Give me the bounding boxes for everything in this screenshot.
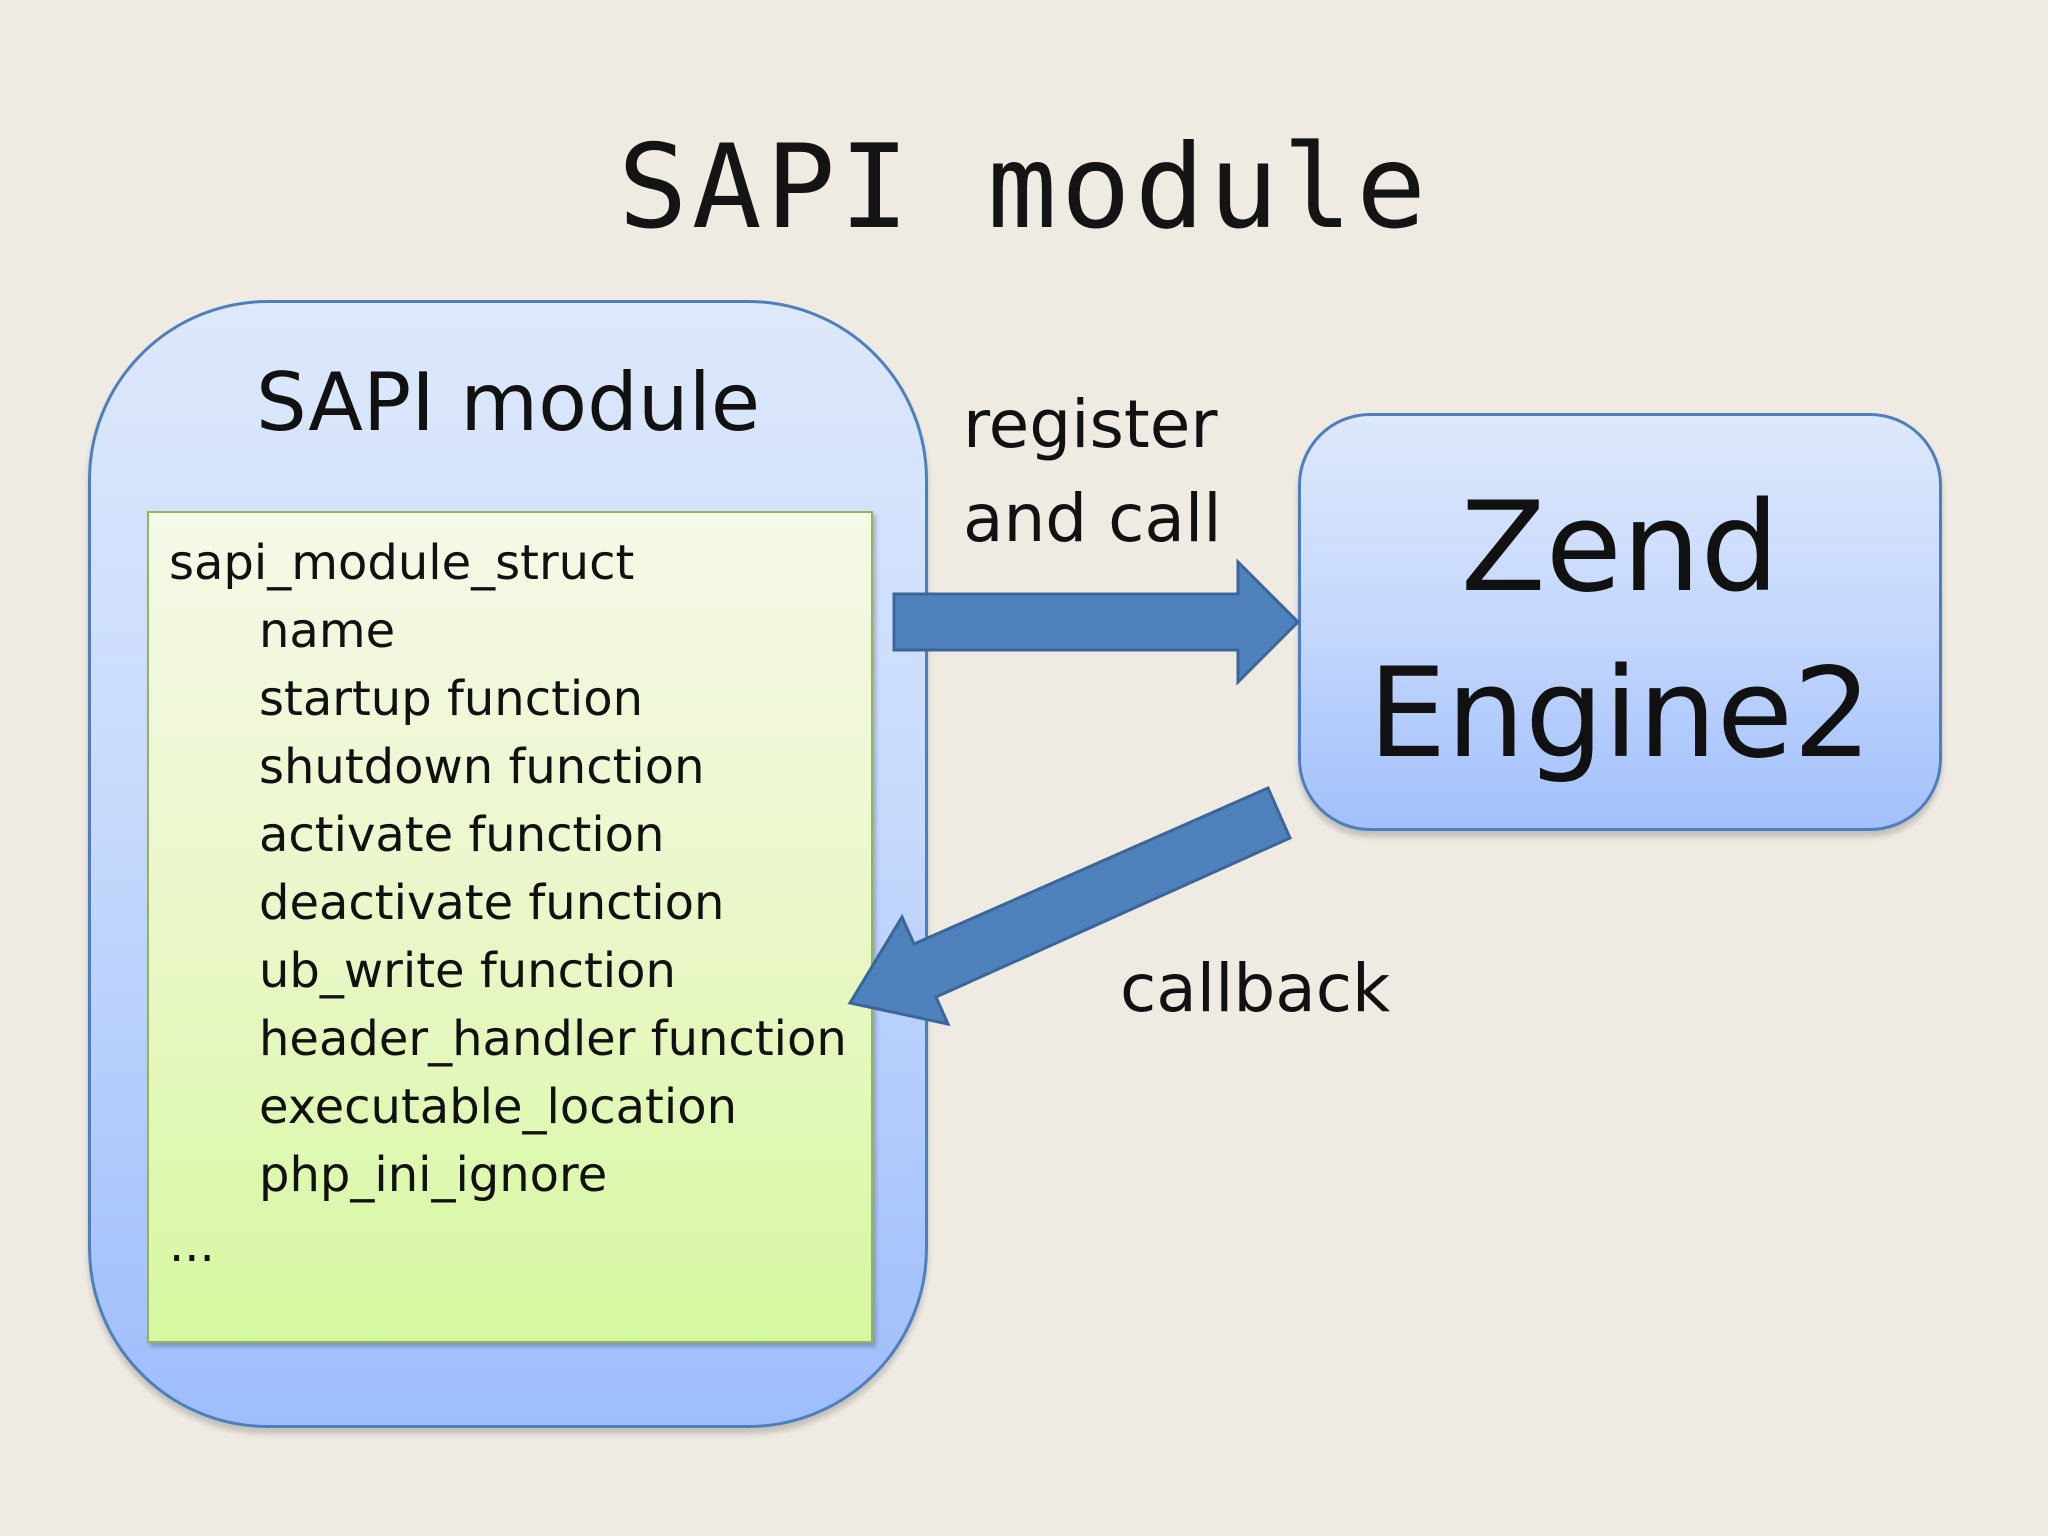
- slide-title: SAPI module: [617, 120, 1431, 255]
- struct-header: sapi_module_struct: [169, 535, 635, 591]
- struct-field-shutdown: shutdown function: [259, 739, 705, 795]
- sapi-module-struct-box: sapi_module_struct name startup function…: [147, 511, 873, 1343]
- callback-arrow: [847, 786, 1292, 1027]
- sapi-module-box: SAPI module sapi_module_struct name star…: [88, 300, 928, 1428]
- register-label-line2: and call: [963, 480, 1222, 557]
- struct-field-header-handler: header_handler function: [259, 1011, 847, 1067]
- struct-field-executable-location: executable_location: [259, 1079, 737, 1135]
- register-arrow: [892, 558, 1301, 686]
- struct-field-list: name startup function shutdown function …: [259, 597, 847, 1209]
- zend-engine-box: Zend Engine2: [1298, 413, 1942, 831]
- sapi-module-box-title: SAPI module: [255, 356, 761, 449]
- zend-engine-label-line1: Zend: [1460, 476, 1780, 620]
- struct-field-startup: startup function: [259, 671, 644, 727]
- struct-field-deactivate: deactivate function: [259, 875, 725, 931]
- zend-engine-label-line2: Engine2: [1368, 642, 1872, 786]
- struct-ellipsis: ...: [169, 1217, 215, 1273]
- struct-field-activate: activate function: [259, 807, 665, 863]
- callback-label: callback: [1120, 950, 1391, 1027]
- struct-field-ub-write: ub_write function: [259, 943, 676, 999]
- struct-field-php-ini-ignore: php_ini_ignore: [259, 1147, 608, 1203]
- struct-field-name: name: [259, 603, 396, 659]
- register-label-line1: register: [963, 386, 1218, 463]
